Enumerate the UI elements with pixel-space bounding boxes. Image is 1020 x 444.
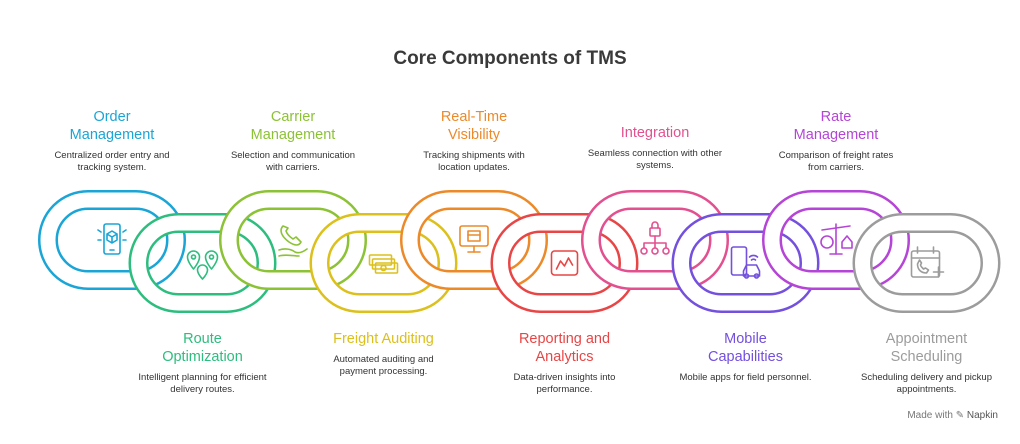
component-description: Mobile apps for field personnel. [679, 372, 812, 383]
chain-link-8 [671, 213, 820, 313]
scale-icon [820, 223, 853, 255]
map-pins-icon [186, 250, 219, 280]
hand-phone-icon [278, 225, 308, 257]
calendar-phone-icon [910, 246, 945, 278]
money-stack-icon [368, 254, 399, 274]
component-description: Seamless connection with other systems. [587, 148, 723, 171]
chart-icon [550, 250, 579, 276]
footer-brand: Napkin [966, 410, 998, 421]
component-description: Tracking shipments with location updates… [423, 150, 525, 173]
component-description: Selection and communication with carrier… [230, 150, 356, 173]
chain-link-1 [38, 190, 186, 290]
made-with-napkin: Made with ✎ Napkin [907, 410, 998, 421]
napkin-logo-icon: ✎ [955, 410, 965, 421]
component-name: Freight Auditing [333, 331, 434, 347]
chain-link-3 [219, 190, 367, 290]
chain-link-10 [852, 213, 1001, 313]
diagram-title: Core Components of TMS [393, 48, 627, 69]
chain-link-2 [128, 213, 277, 313]
chain-link-6 [490, 213, 639, 313]
chain-link-9 [762, 190, 910, 290]
chain-link-7 [581, 190, 729, 290]
mobile-package-icon [97, 223, 127, 255]
component-description: Comparison of freight rates from carrier… [778, 150, 894, 173]
component-description: Centralized order entry and tracking sys… [54, 150, 170, 173]
component-description: Scheduling delivery and pickup appointme… [861, 372, 992, 395]
chain-link-4 [309, 213, 458, 313]
mobile-car-icon [730, 246, 761, 279]
component-name: Integration [620, 125, 690, 141]
component-description: Data-driven insights into performance. [513, 372, 616, 395]
monitor-box-icon [459, 225, 489, 253]
chain-link-5 [400, 190, 548, 290]
component-description: Intelligent planning for efficient deliv… [138, 372, 267, 395]
footer-prefix: Made with [907, 410, 953, 421]
component-description: Automated auditing and payment processin… [333, 354, 434, 377]
network-lock-icon [640, 221, 670, 255]
